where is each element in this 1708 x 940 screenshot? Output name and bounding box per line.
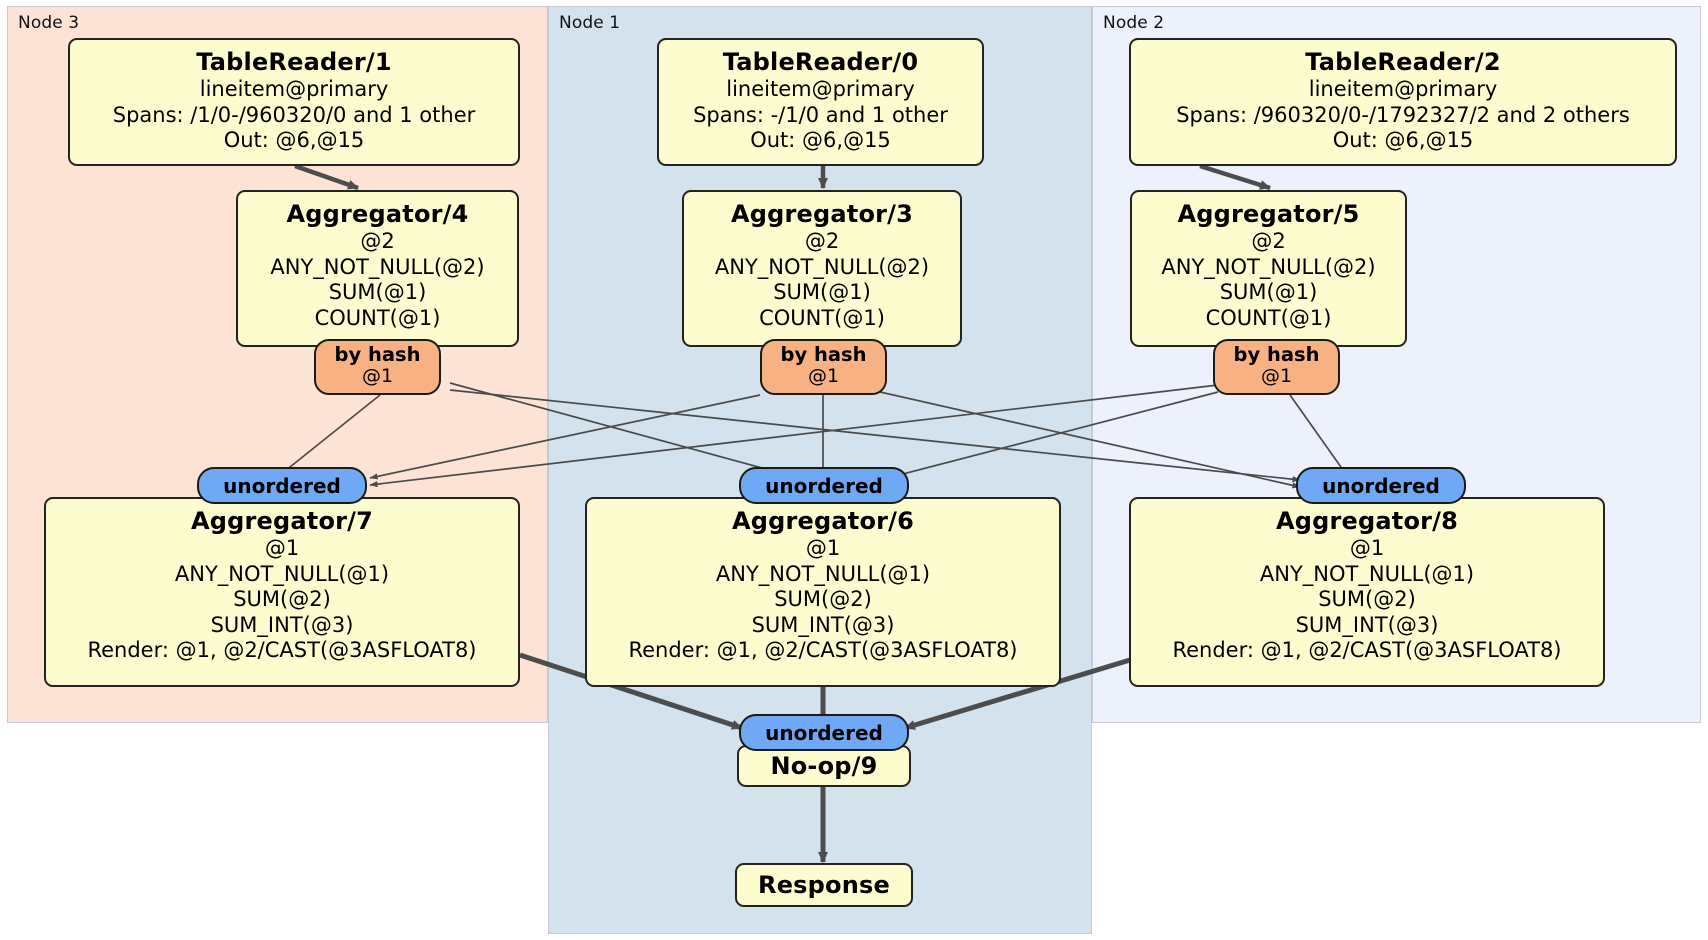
processor-detail-line: Out: @6,@15 [1332, 128, 1474, 153]
processor-title: Aggregator/7 [190, 507, 374, 535]
processor-detail-line: Render: @1, @2/CAST(@3ASFLOAT8) [87, 638, 477, 663]
processor-tablereader-1[interactable]: TableReader/1 lineitem@primary Spans: /1… [68, 38, 520, 166]
processor-detail-line: Spans: /960320/0-/1792327/2 and 2 others [1176, 102, 1630, 127]
processor-detail-line: COUNT(@1) [759, 305, 885, 330]
processor-detail-line: lineitem@primary [199, 77, 389, 101]
router-unordered-final[interactable]: unordered [739, 714, 909, 751]
processor-title: Aggregator/6 [731, 507, 915, 535]
processor-detail-line: COUNT(@1) [314, 305, 441, 330]
processor-title: Aggregator/3 [730, 200, 914, 228]
processor-title: TableReader/0 [722, 48, 919, 76]
router-unordered-left[interactable]: unordered [197, 467, 367, 504]
processor-detail-line: Render: @1, @2/CAST(@3ASFLOAT8) [628, 638, 1018, 663]
node-region-label-node1: Node 1 [559, 13, 621, 33]
processor-title: No-op/9 [770, 752, 878, 780]
processor-detail-line: SUM(@2) [774, 587, 872, 612]
processor-detail-line: SUM(@2) [1318, 587, 1416, 612]
processor-detail-line: COUNT(@1) [1205, 305, 1332, 330]
processor-detail-line: lineitem@primary [1308, 77, 1498, 101]
router-column-label: @1 [1260, 365, 1293, 388]
processor-response[interactable]: Response [735, 863, 913, 907]
router-kind-label: by hash [780, 343, 867, 366]
node-region-label-node2: Node 2 [1103, 13, 1165, 33]
processor-detail-line: ANY_NOT_NULL(@2) [714, 254, 930, 279]
router-by-hash-right[interactable]: by hash @1 [1213, 339, 1340, 395]
processor-title: TableReader/2 [1305, 48, 1501, 76]
processor-aggregator-7[interactable]: Aggregator/7 @1 ANY_NOT_NULL(@1) SUM(@2)… [44, 497, 520, 687]
processor-detail-line: lineitem@primary [726, 77, 915, 101]
processor-title: Aggregator/8 [1275, 507, 1459, 535]
processor-detail-line: @2 [1251, 229, 1286, 253]
processor-aggregator-4[interactable]: Aggregator/4 @2 ANY_NOT_NULL(@2) SUM(@1)… [236, 190, 519, 347]
processor-detail-line: @2 [804, 229, 840, 253]
processor-detail-line: ANY_NOT_NULL(@2) [1161, 254, 1376, 279]
processor-detail-line: SUM(@1) [773, 280, 871, 305]
processor-aggregator-3[interactable]: Aggregator/3 @2 ANY_NOT_NULL(@2) SUM(@1)… [682, 190, 962, 347]
processor-detail-line: Out: @6,@15 [750, 128, 891, 153]
processor-detail-line: @1 [1349, 536, 1385, 560]
processor-tablereader-0[interactable]: TableReader/0 lineitem@primary Spans: -/… [657, 38, 984, 166]
router-unordered-label: unordered [765, 720, 883, 745]
processor-title: Response [758, 871, 890, 899]
processor-aggregator-8[interactable]: Aggregator/8 @1 ANY_NOT_NULL(@1) SUM(@2)… [1129, 497, 1605, 687]
processor-detail-line: @1 [264, 536, 300, 560]
router-unordered-label: unordered [223, 473, 341, 498]
processor-detail-line: Render: @1, @2/CAST(@3ASFLOAT8) [1172, 638, 1562, 663]
processor-detail-line: ANY_NOT_NULL(@1) [715, 561, 931, 586]
processor-title: Aggregator/5 [1177, 200, 1360, 228]
router-by-hash-middle[interactable]: by hash @1 [760, 339, 887, 395]
processor-detail-line: SUM_INT(@3) [751, 612, 895, 637]
router-kind-label: by hash [1233, 343, 1320, 366]
processor-tablereader-2[interactable]: TableReader/2 lineitem@primary Spans: /9… [1129, 38, 1677, 166]
router-column-label: @1 [361, 365, 394, 388]
processor-detail-line: @2 [360, 229, 395, 253]
processor-no-op-9[interactable]: No-op/9 [737, 745, 911, 787]
processor-detail-line: SUM(@2) [233, 587, 331, 612]
processor-detail-line: ANY_NOT_NULL(@2) [270, 254, 485, 279]
processor-detail-line: SUM(@1) [1219, 280, 1318, 305]
processor-aggregator-6[interactable]: Aggregator/6 @1 ANY_NOT_NULL(@1) SUM(@2)… [585, 497, 1061, 687]
router-unordered-right[interactable]: unordered [1296, 467, 1466, 504]
processor-detail-line: Spans: -/1/0 and 1 other [693, 102, 948, 127]
processor-detail-line: SUM_INT(@3) [1295, 612, 1439, 637]
processor-detail-line: SUM_INT(@3) [210, 612, 354, 637]
processor-detail-line: Out: @6,@15 [223, 128, 365, 153]
router-unordered-label: unordered [765, 473, 883, 498]
processor-title: Aggregator/4 [286, 200, 469, 228]
router-unordered-middle[interactable]: unordered [739, 467, 909, 504]
processor-aggregator-5[interactable]: Aggregator/5 @2 ANY_NOT_NULL(@2) SUM(@1)… [1130, 190, 1407, 347]
router-by-hash-left[interactable]: by hash @1 [314, 339, 441, 395]
processor-detail-line: ANY_NOT_NULL(@1) [1259, 561, 1475, 586]
processor-title: TableReader/1 [196, 48, 392, 76]
processor-detail-line: ANY_NOT_NULL(@1) [174, 561, 390, 586]
router-unordered-label: unordered [1322, 473, 1440, 498]
node-region-label-node3: Node 3 [18, 13, 80, 33]
processor-detail-line: Spans: /1/0-/960320/0 and 1 other [112, 102, 476, 127]
processor-detail-line: SUM(@1) [328, 280, 427, 305]
router-column-label: @1 [807, 365, 840, 388]
router-kind-label: by hash [334, 343, 421, 366]
processor-detail-line: @1 [805, 536, 841, 560]
